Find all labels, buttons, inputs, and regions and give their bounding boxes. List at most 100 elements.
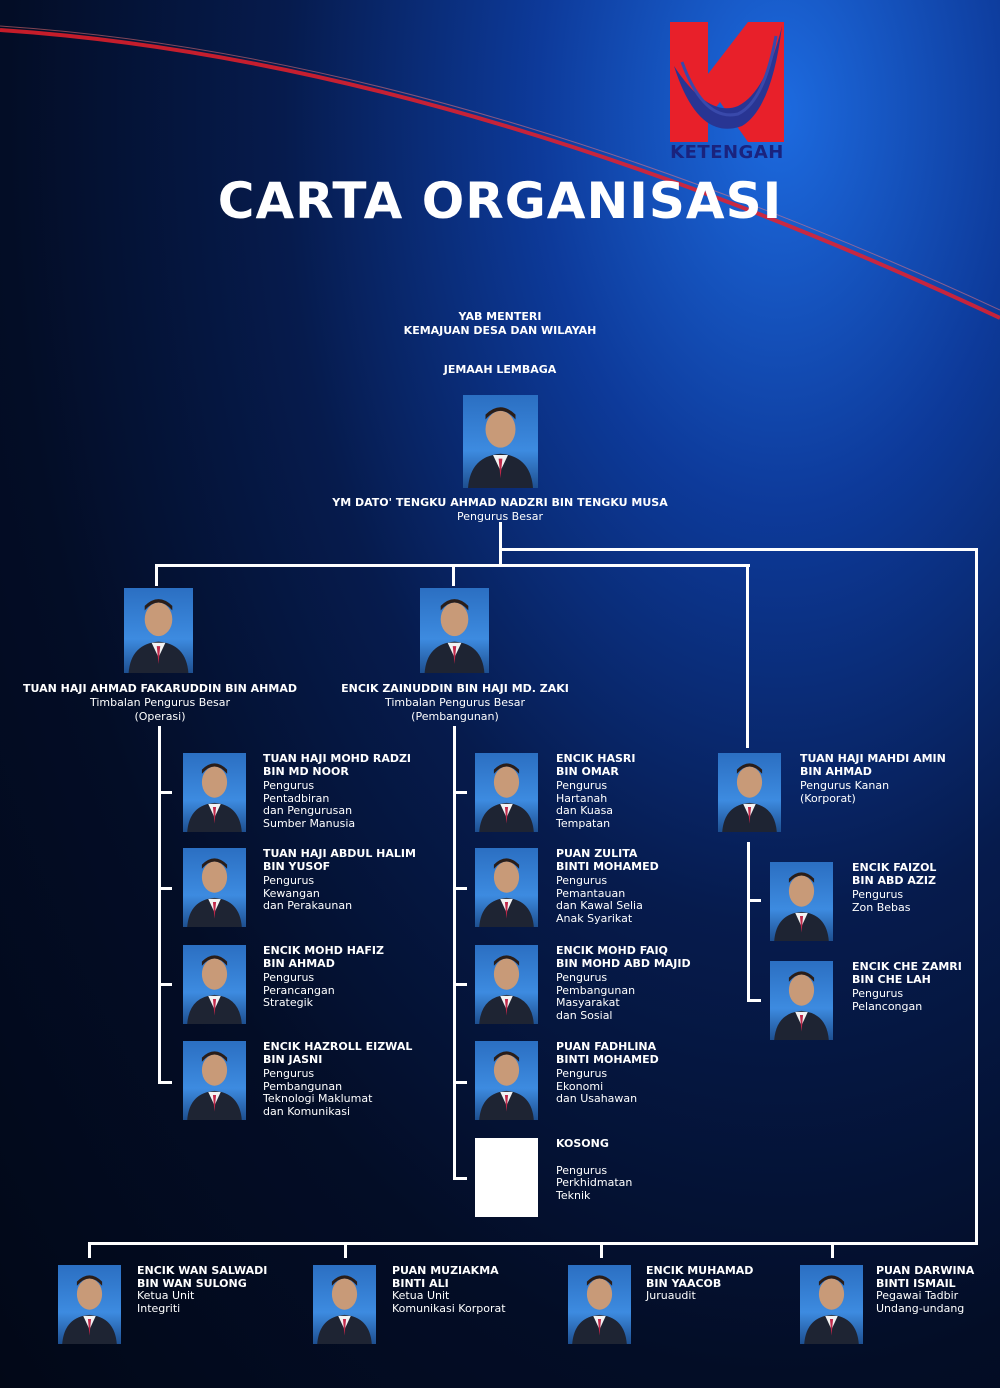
connector-deputy1-drop (155, 564, 158, 586)
portrait-silhouette-icon (187, 763, 242, 832)
col1-role-1d: Sumber Manusia (263, 816, 356, 830)
senior-photo (718, 753, 781, 832)
col1-photo-2 (183, 848, 246, 927)
col3-photo-2 (770, 961, 833, 1040)
portrait-silhouette-icon (187, 955, 242, 1024)
bottom-label-3: ENCIK MUHAMAD BIN YAACOB Juruaudit (646, 1264, 754, 1303)
col1-name-3b: BIN AHMAD (263, 956, 335, 970)
col2-name-1b: BIN OMAR (556, 764, 619, 778)
minister-label: YAB MENTERI KEMAJUAN DESA DAN WILAYAH (300, 310, 700, 338)
portrait-silhouette-icon (774, 971, 829, 1040)
portrait-silhouette-icon (468, 407, 533, 488)
bottom-role-1a: Ketua Unit (137, 1289, 195, 1302)
portrait-silhouette-icon (187, 858, 242, 927)
deputy1-photo (124, 588, 193, 673)
col3-name-1a: ENCIK FAIZOL (852, 861, 937, 874)
gm-label: YM DATO' TENGKU AHMAD NADZRI BIN TENGKU … (250, 496, 750, 524)
bottom-name-1a: ENCIK WAN SALWADI (137, 1264, 268, 1277)
connector-bottom-horizontal (88, 1242, 978, 1245)
deputy2-unit: (Pembangunan) (411, 710, 499, 723)
col1-name-2b: BIN YUSOF (263, 859, 331, 873)
col1-name-4a: ENCIK HAZROLL EIZWAL (263, 1040, 413, 1053)
col2-role-3a: Pengurus (556, 971, 608, 984)
portrait-silhouette-icon (804, 1275, 859, 1344)
portrait-silhouette-icon (479, 763, 534, 832)
col2-role-2b: Pemantauan (556, 886, 626, 900)
bottom-photo-1 (58, 1265, 121, 1344)
col1-role-4c: Teknologi Maklumat (263, 1092, 373, 1105)
senior-label: TUAN HAJI MAHDI AMIN BIN AHMAD Pengurus … (800, 752, 946, 805)
col2-role-1d: Tempatan (556, 816, 611, 830)
bottom-role-4b: Undang-undang (876, 1301, 965, 1315)
col2-photo-5-vacant (475, 1138, 538, 1217)
col3-tick-2 (747, 999, 761, 1002)
deputy1-unit: (Operasi) (134, 710, 186, 723)
col1-tick-1 (158, 791, 172, 794)
background-streak (0, 25, 1000, 320)
col3-photo-1 (770, 862, 833, 941)
col1-role-4a: Pengurus (263, 1067, 315, 1080)
portrait-silhouette-icon (722, 763, 777, 832)
connector-senior-drop (746, 564, 749, 748)
portrait-silhouette-icon (62, 1275, 117, 1344)
col2-name-1a: ENCIK HASRI (556, 752, 636, 765)
col2-name-2a: PUAN ZULITA (556, 847, 638, 860)
col2-role-2d: Anak Syarikat (556, 911, 633, 925)
col2-role-4a: Pengurus (556, 1067, 608, 1080)
page-title: CARTA ORGANISASI (217, 172, 783, 230)
col1-name-1a: TUAN HAJI MOHD RADZI (263, 752, 412, 765)
col1-role-2a: Pengurus (263, 874, 315, 887)
bottom-name-2a: PUAN MUZIAKMA (392, 1264, 499, 1277)
col2-label-5: KOSONG Pengurus Perkhidmatan Teknik (556, 1137, 633, 1202)
col3-label-1: ENCIK FAIZOL BIN ABD AZIZ Pengurus Zon B… (852, 861, 937, 914)
bottom-name-2b: BINTI ALI (392, 1276, 449, 1290)
col1-photo-1 (183, 753, 246, 832)
col2-photo-1 (475, 753, 538, 832)
col3-name-1b: BIN ABD AZIZ (852, 873, 936, 887)
col2-label-3: ENCIK MOHD FAIQ BIN MOHD ABD MAJID Pengu… (556, 944, 691, 1022)
portrait-silhouette-icon (128, 599, 189, 673)
col2-role-5c: Perkhidmatan (556, 1176, 633, 1189)
col2-role-1c: dan Kuasa (556, 804, 614, 817)
portrait-silhouette-icon (424, 599, 485, 673)
connector-deputy2-drop (452, 564, 455, 586)
bottom-role-2a: Ketua Unit (392, 1289, 450, 1302)
bottom-name-4b: BINTI ISMAIL (876, 1276, 956, 1290)
col2-name-4b: BINTI MOHAMED (556, 1052, 659, 1066)
minister-line-1: YAB MENTERI (458, 310, 542, 323)
col2-role-1b: Hartanah (556, 791, 608, 805)
col3-name-2b: BIN CHE LAH (852, 972, 931, 986)
col1-label-1: TUAN HAJI MOHD RADZI BIN MD NOOR Penguru… (263, 752, 412, 830)
col2-label-4: PUAN FADHLINA BINTI MOHAMED Pengurus Eko… (556, 1040, 659, 1106)
bottom-drop-3 (600, 1242, 603, 1258)
deputy2-role: Timbalan Pengurus Besar (384, 696, 526, 709)
col1-role-4d: dan Komunikasi (263, 1104, 351, 1118)
col3-name-2a: ENCIK CHE ZAMRI (852, 960, 962, 973)
board-label: JEMAAH LEMBAGA (443, 363, 557, 376)
bottom-name-1b: BIN WAN SULONG (137, 1276, 247, 1290)
bottom-name-3a: ENCIK MUHAMAD (646, 1264, 754, 1277)
col3-role-1a: Pengurus (852, 888, 904, 901)
bottom-role-2b: Komunikasi Korporat (392, 1301, 506, 1315)
col1-role-3a: Pengurus (263, 971, 315, 984)
bottom-drop-4 (831, 1242, 834, 1258)
connector-gm-down (499, 522, 502, 566)
portrait-silhouette-icon (317, 1275, 372, 1344)
bottom-drop-2 (344, 1242, 347, 1258)
col2-photo-3 (475, 945, 538, 1024)
col2-name-2b: BINTI MOHAMED (556, 859, 659, 873)
col1-label-4: ENCIK HAZROLL EIZWAL BIN JASNI Pengurus … (263, 1040, 413, 1118)
col2-vertical-line (453, 726, 456, 1180)
col2-role-4c: dan Usahawan (556, 1092, 638, 1105)
col1-photo-3 (183, 945, 246, 1024)
logo-text: KETENGAH (670, 142, 784, 163)
col2-tick-5 (453, 1177, 467, 1180)
portrait-silhouette-icon (774, 872, 829, 941)
senior-role-b: (Korporat) (800, 791, 856, 805)
col1-tick-4 (158, 1081, 172, 1084)
col2-role-5b: Pengurus (556, 1163, 608, 1177)
col2-photo-2 (475, 848, 538, 927)
col2-label-2: PUAN ZULITA BINTI MOHAMED Pengurus Peman… (556, 847, 659, 925)
bottom-label-2: PUAN MUZIAKMA BINTI ALI Ketua Unit Komun… (392, 1264, 506, 1315)
col3-role-1b: Zon Bebas (852, 900, 911, 914)
